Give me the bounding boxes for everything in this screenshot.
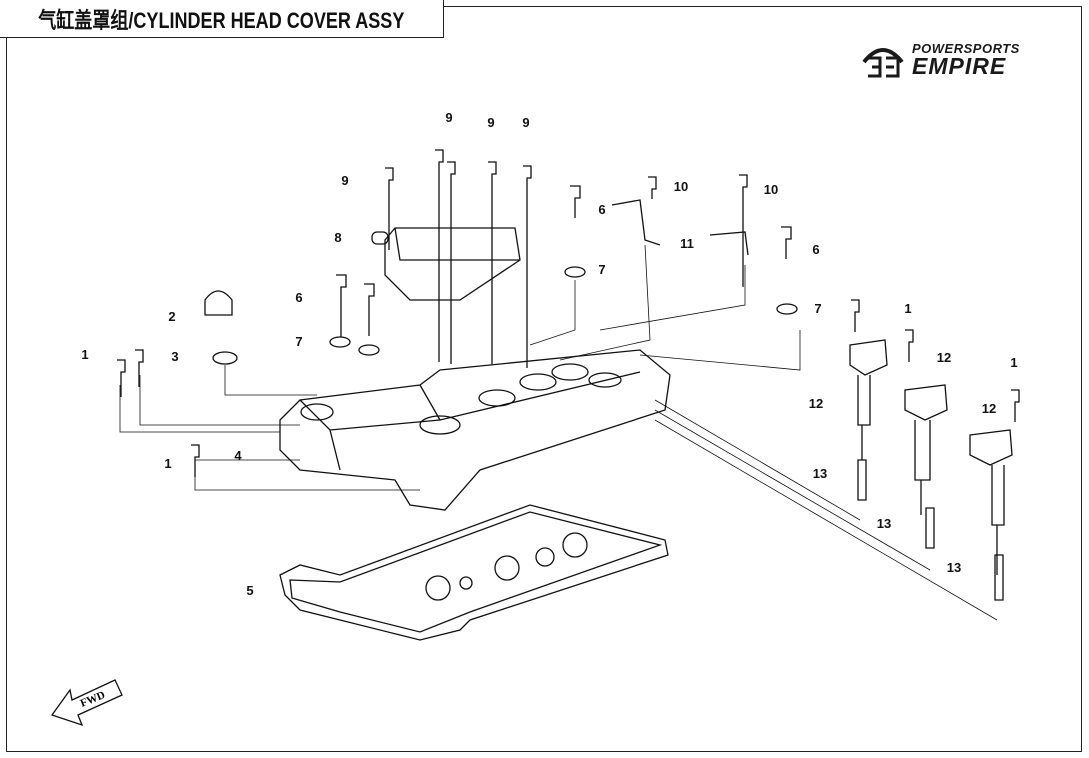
logo-line2: EMPIRE	[912, 53, 1007, 79]
title-box: 气缸盖罩组/CYLINDER HEAD COVER ASSY	[0, 0, 444, 38]
callout-12: 12	[809, 396, 823, 411]
callout-7: 7	[295, 334, 302, 349]
callout-4: 4	[234, 448, 242, 463]
callout-10: 10	[764, 182, 778, 197]
parts	[117, 149, 1020, 641]
callout-8: 8	[334, 230, 341, 245]
o-ring	[212, 351, 238, 365]
bolts	[117, 149, 1020, 477]
ignition-coils	[849, 339, 1013, 601]
logo-line1: POWERSPORTS	[912, 41, 1020, 56]
callout-13: 13	[813, 466, 827, 481]
breather-cover	[384, 227, 521, 301]
callout-6: 6	[295, 290, 302, 305]
callout-1: 1	[1010, 355, 1017, 370]
callout-10: 10	[674, 179, 688, 194]
callout-9: 9	[487, 115, 494, 130]
callout-7: 7	[598, 262, 605, 277]
callout-6: 6	[812, 242, 819, 257]
callout-12: 12	[982, 401, 996, 416]
callout-12: 12	[937, 350, 951, 365]
page-title: 气缸盖罩组/CYLINDER HEAD COVER ASSY	[38, 7, 405, 33]
callout-6: 6	[598, 202, 605, 217]
callout-1: 1	[904, 301, 911, 316]
callout-11: 11	[680, 236, 694, 251]
callout-1: 1	[164, 456, 171, 471]
wings-logo-icon	[862, 48, 904, 78]
callout-9: 9	[445, 110, 452, 125]
callout-3: 3	[171, 349, 178, 364]
callout-13: 13	[877, 516, 891, 531]
callout-9: 9	[341, 173, 348, 188]
oil-cap	[204, 290, 233, 316]
diagram-frame	[6, 6, 1082, 752]
callout-1: 1	[81, 347, 88, 362]
callout-9: 9	[522, 115, 529, 130]
callout-2: 2	[168, 309, 175, 324]
cylinder-head-cover	[279, 349, 671, 511]
callout-7: 7	[814, 301, 821, 316]
callout-13: 13	[947, 560, 961, 575]
callout-5: 5	[246, 583, 253, 598]
fwd-arrow: FWD	[50, 679, 123, 727]
gasket	[279, 504, 669, 641]
brand-logo: POWERSPORTS EMPIRE	[860, 42, 1020, 78]
callouts: 9 9 9 9 6 10 10 8 11 6 7 6 2 7 1 7 3 1 12 1 12 12 4 1 13 13 5 13	[81, 110, 1017, 598]
